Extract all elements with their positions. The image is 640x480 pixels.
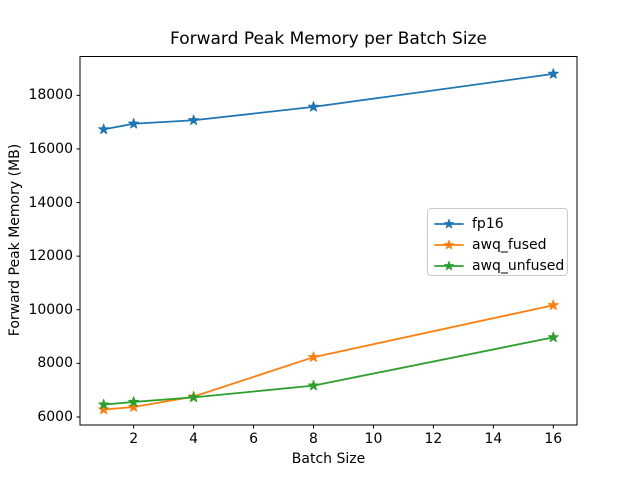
y-tick-label: 18000 <box>28 87 73 104</box>
marker-awq_fused <box>547 299 559 310</box>
marker-fp16 <box>128 118 140 129</box>
legend-star-icon <box>444 218 454 228</box>
y-tick-label: 6000 <box>37 408 73 425</box>
legend-label: fp16 <box>472 215 504 232</box>
marker-awq_fused <box>308 351 319 362</box>
y-tick-label: 14000 <box>28 194 73 211</box>
marker-awq_unfused <box>128 396 140 407</box>
axes-frame <box>79 56 578 426</box>
series-line-awq_unfused <box>102 336 555 406</box>
x-tick-label: 14 <box>484 431 503 447</box>
legend: fp16 awq_fused awq_unfused <box>427 208 568 276</box>
marker-awq_unfused <box>308 379 319 391</box>
x-tick-label: 12 <box>424 431 443 447</box>
y-tick-label: 8000 <box>37 355 73 372</box>
legend-entry-fp16: fp16 <box>434 213 567 234</box>
marker-awq_unfused <box>188 391 200 403</box>
x-tick-label: 16 <box>544 431 563 447</box>
legend-entry-awq_fused: awq_fused <box>434 234 567 255</box>
marker-fp16 <box>98 123 110 135</box>
legend-label: awq_fused <box>472 236 547 253</box>
chart-title: Forward Peak Memory per Batch Size <box>170 29 487 49</box>
marker-fp16 <box>188 114 200 125</box>
x-tick-label: 8 <box>309 431 318 447</box>
legend-line-marker-icon <box>434 239 464 249</box>
x-tick-label: 10 <box>364 431 383 447</box>
marker-awq_fused <box>98 403 110 415</box>
legend-label: awq_unfused <box>472 257 565 274</box>
marker-fp16 <box>308 101 319 112</box>
legend-line-marker-icon <box>434 218 464 228</box>
marker-awq_unfused <box>547 331 559 343</box>
marker-fp16 <box>547 68 559 79</box>
y-tick-label: 16000 <box>28 140 73 157</box>
x-tick-label: 4 <box>189 431 199 447</box>
y-tick-label: 12000 <box>28 248 73 265</box>
legend-entry-awq_unfused: awq_unfused <box>434 255 567 276</box>
legend-star-icon <box>444 260 454 270</box>
x-axis-label: Batch Size <box>291 451 366 467</box>
legend-line-marker-icon <box>434 260 464 270</box>
y-axis-label: Forward Peak Memory (MB) <box>7 143 23 337</box>
x-tick-label: 6 <box>249 431 258 447</box>
marker-awq_fused <box>128 401 140 412</box>
y-tick-label: 10000 <box>28 301 73 318</box>
x-tick-label: 2 <box>129 431 139 447</box>
legend-star-icon <box>444 239 454 249</box>
series-line-awq_fused <box>102 304 555 411</box>
series-line-fp16 <box>102 73 555 131</box>
marker-awq_unfused <box>98 398 110 410</box>
